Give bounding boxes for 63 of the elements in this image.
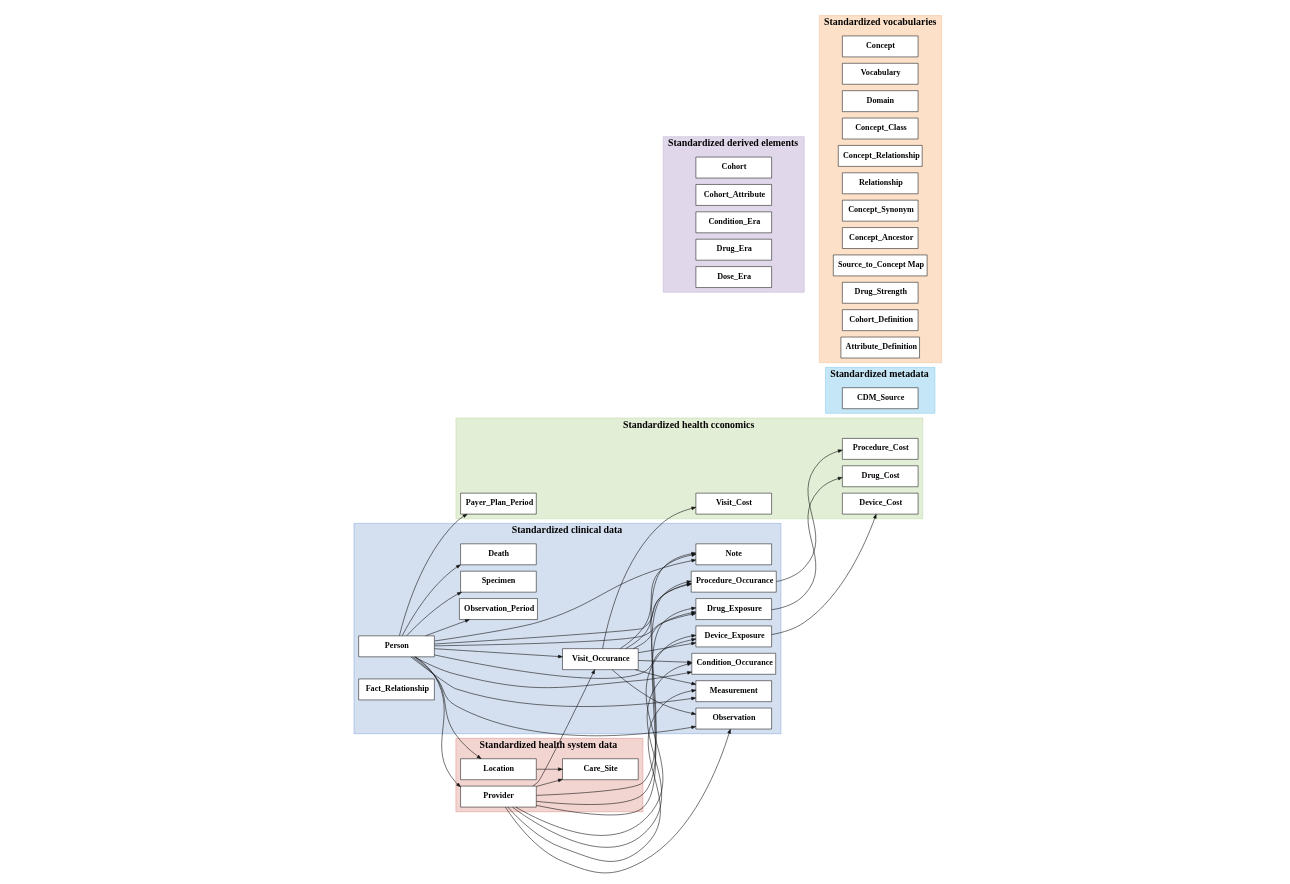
arrow [770, 513, 876, 635]
arrow [535, 778, 563, 787]
arrow [401, 564, 461, 637]
node-box: Cohort_Definition [841, 309, 918, 331]
node-box: Concept_Synonym [841, 199, 918, 222]
node-box: Drug_Cost [841, 465, 918, 488]
arrow [405, 591, 462, 636]
node-box: Drug_Strength [841, 282, 918, 304]
arrow [634, 669, 696, 686]
node-box: Condition_Occurance [691, 653, 776, 675]
arrow [637, 660, 692, 664]
arrow [611, 669, 696, 716]
node-box: Procedure_Occurance [690, 570, 777, 593]
arrow [511, 662, 692, 848]
arrow [411, 656, 696, 737]
node-box: Device_Cost [841, 492, 918, 515]
arrow [637, 641, 696, 653]
arrow [410, 656, 696, 707]
node-box: Cohort_Attribute [695, 184, 772, 206]
node-box: Note [695, 543, 772, 566]
arrow [504, 728, 731, 874]
node-box: Drug_Era [695, 238, 772, 261]
arrow [515, 634, 696, 836]
node-box: Domain [841, 90, 918, 112]
node-box: Death [459, 543, 537, 566]
node-box: Fact_Relationship [357, 678, 435, 701]
node-box: Provider [459, 785, 537, 808]
node-box: Payer_Plan_Period [459, 492, 537, 515]
node-box: Attribute_Definition [840, 336, 920, 359]
node-box: Care_Site [561, 758, 638, 780]
node-box: Visit_Occurance [561, 648, 638, 670]
node-box: Concept [841, 35, 918, 58]
node-box: CDM_Source [841, 387, 918, 409]
node-box: Concept_Class [841, 117, 918, 140]
arrow [433, 648, 563, 659]
node-box: Source_to_Concept Map [832, 254, 927, 277]
node-box: Device_Exposure [695, 625, 772, 648]
arrow [398, 513, 467, 636]
node-box: Cohort [695, 156, 772, 179]
node-box: Concept_Ancestor [841, 227, 918, 249]
node-box: Concept_Relationship [837, 145, 922, 167]
node-box: Drug_Exposure [695, 598, 772, 620]
arrow [775, 449, 842, 582]
node-box: Observation_Period [458, 598, 538, 620]
node-box: Procedure_Cost [841, 438, 918, 460]
arrow [535, 767, 563, 771]
arrow [532, 669, 595, 787]
arrow [413, 656, 481, 759]
node-box: Vocabulary [841, 63, 918, 85]
node-box: Measurement [695, 680, 772, 702]
node-box: Specimen [459, 570, 537, 593]
arrow [414, 656, 461, 788]
arrow [424, 619, 470, 637]
arrow [770, 476, 842, 611]
arrow [433, 638, 696, 679]
node-box: Person [357, 635, 435, 658]
node-box: Observation [695, 707, 772, 730]
node-box: Relationship [841, 172, 918, 195]
node-box: Visit_Cost [695, 492, 772, 515]
node-box: Condition_Era [695, 211, 772, 234]
arrow [507, 689, 696, 862]
node-box: Location [459, 758, 537, 780]
node-box: Dose_Era [695, 266, 772, 288]
